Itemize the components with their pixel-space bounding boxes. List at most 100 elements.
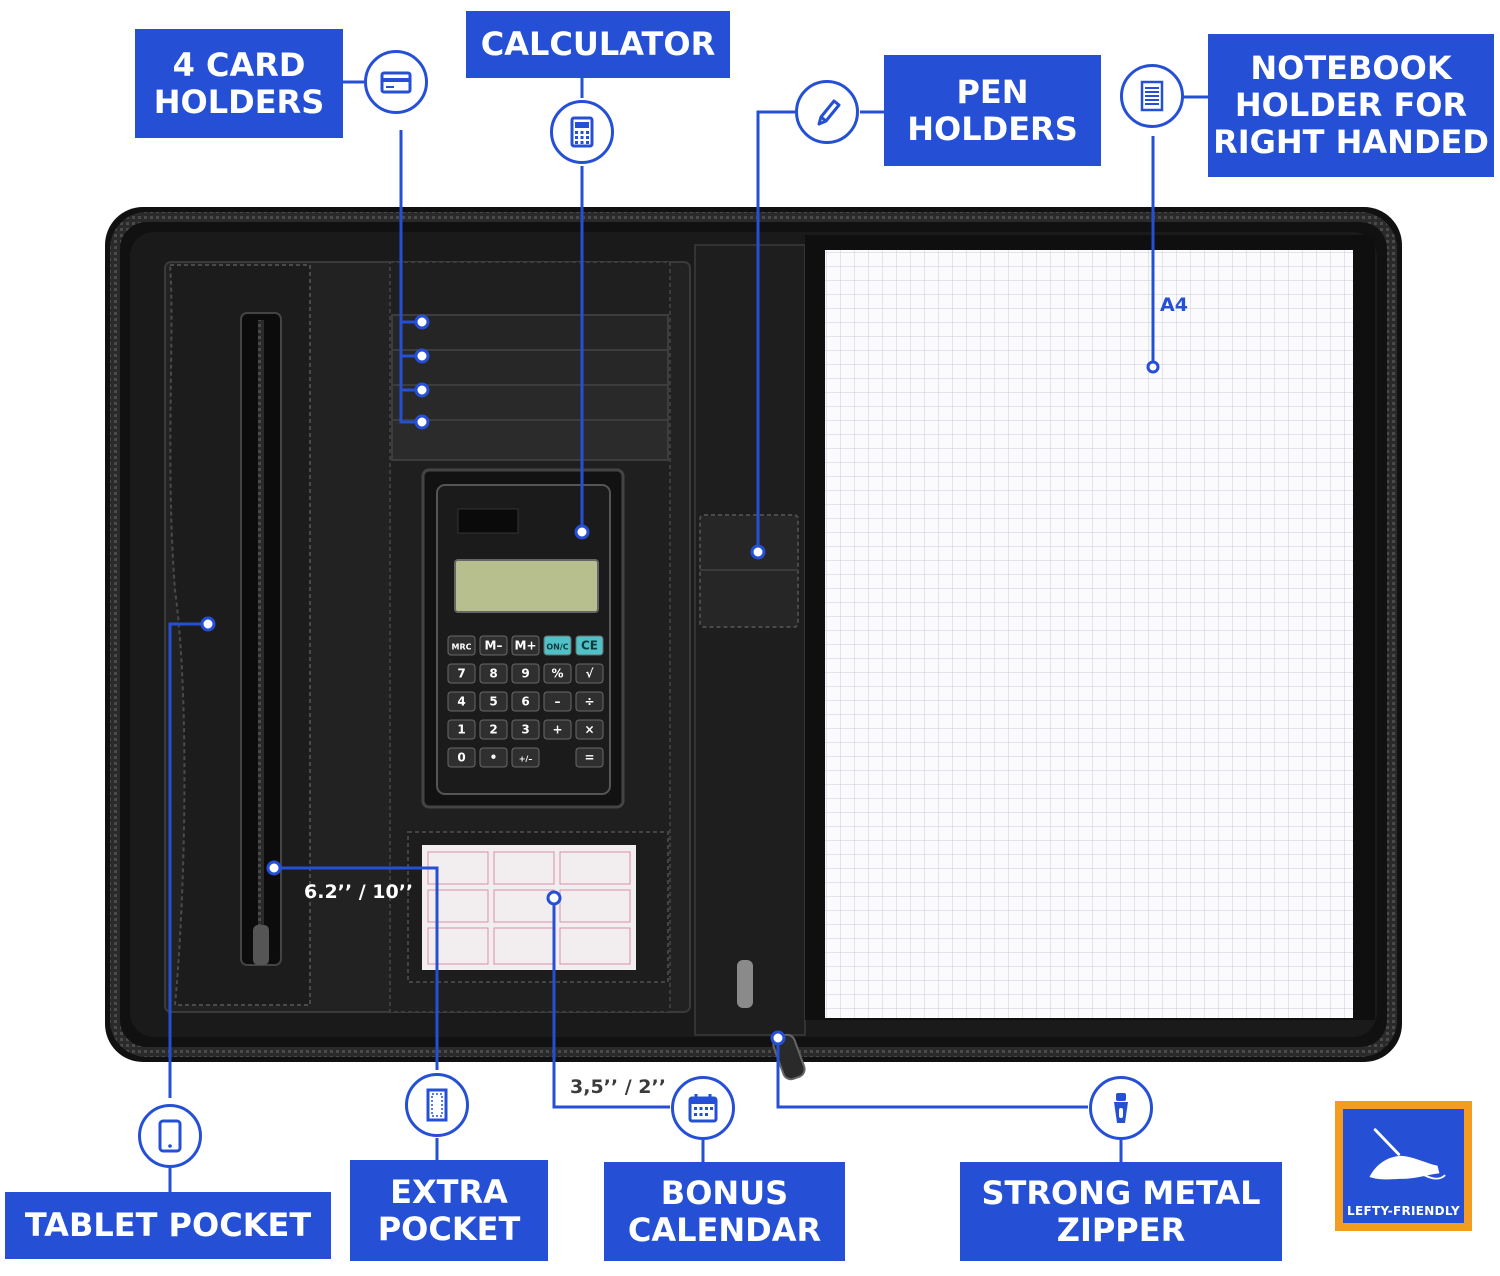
calculator-key-label: 2 bbox=[489, 723, 497, 737]
calculator-key bbox=[543, 691, 572, 712]
calculator-key bbox=[575, 635, 604, 656]
notebook-holder-line-3: RIGHT HANDED bbox=[1213, 122, 1489, 161]
calculator-key-label: 9 bbox=[521, 667, 529, 681]
calculator-key bbox=[575, 691, 604, 712]
calculator-key bbox=[511, 691, 540, 712]
calculator-key bbox=[511, 747, 540, 768]
calculator-key-label: + bbox=[552, 723, 562, 737]
calculator-key-label: √ bbox=[585, 667, 594, 681]
calendar-grid bbox=[427, 851, 631, 965]
calculator-key-label: MRC bbox=[452, 643, 472, 652]
calculator-key-label: = bbox=[584, 751, 594, 765]
calculator-icon bbox=[550, 100, 614, 164]
calculator-key-label: 7 bbox=[457, 667, 465, 681]
calendar-card bbox=[422, 845, 636, 970]
calculator-keypad: MRC M– M+ ON/C CE 7 8 9% √ 4 5 6 – ÷ 1 2 3 + × 0 • +/– = bbox=[447, 635, 604, 768]
calculator-key-label: 3 bbox=[521, 723, 529, 737]
calculator-key bbox=[447, 635, 476, 656]
card-holders-line-2: HOLDERS bbox=[153, 82, 325, 121]
calculator-label-text: CALCULATOR bbox=[480, 25, 716, 64]
leader-extra-pocket bbox=[274, 866, 439, 1160]
pocket-size-text: 6.2’’ / 10’’ bbox=[304, 881, 414, 903]
calculator-key bbox=[511, 663, 540, 684]
calculator-key bbox=[447, 719, 476, 740]
zipper-pull bbox=[737, 960, 753, 1008]
calculator-key-label: CE bbox=[581, 639, 598, 653]
credit-card-icon bbox=[364, 50, 428, 114]
calculator-key-label: 0 bbox=[457, 751, 465, 765]
calculator-key bbox=[543, 719, 572, 740]
metal-zipper-line-1: STRONG METAL bbox=[981, 1173, 1261, 1212]
calculator-key bbox=[447, 663, 476, 684]
leader-tablet bbox=[168, 622, 208, 1192]
leader-calendar bbox=[552, 898, 705, 1162]
bonus-calendar-label: BONUS CALENDAR bbox=[604, 1162, 845, 1261]
pocket-icon bbox=[405, 1073, 469, 1137]
calculator-key bbox=[479, 719, 508, 740]
calculator-key bbox=[447, 691, 476, 712]
calculator-key-label: 8 bbox=[489, 667, 497, 681]
metal-zipper-line-2: ZIPPER bbox=[1056, 1210, 1186, 1249]
notebook-holder-line-1: NOTEBOOK bbox=[1250, 49, 1452, 88]
leader-dots bbox=[200, 314, 1160, 1046]
calculator-key-label: 6 bbox=[521, 695, 529, 709]
calculator-key-label: 5 bbox=[489, 695, 497, 709]
calculator-key-label: ON/C bbox=[546, 643, 568, 652]
calculator-key-label: • bbox=[490, 751, 498, 765]
calculator-key-label: 4 bbox=[457, 695, 465, 709]
card-holders-label: 4 CARD HOLDERS bbox=[135, 29, 343, 138]
lefty-friendly-text: LEFTY-FRIENDLY bbox=[1347, 1204, 1460, 1218]
calculator-key bbox=[447, 747, 476, 768]
calculator-label: CALCULATOR bbox=[466, 11, 730, 78]
zipper-track bbox=[110, 212, 1397, 1057]
leader-pen bbox=[756, 110, 884, 552]
calculator-display bbox=[454, 559, 599, 613]
spine bbox=[694, 244, 806, 1036]
leader-card-slots bbox=[399, 130, 422, 424]
calculator-key bbox=[543, 663, 572, 684]
calculator-key-label: × bbox=[584, 723, 594, 737]
metal-zipper-label: STRONG METAL ZIPPER bbox=[960, 1162, 1282, 1261]
calendar-icon bbox=[671, 1076, 735, 1140]
calculator-key bbox=[575, 747, 604, 768]
calculator-key bbox=[479, 747, 508, 768]
left-hand-writing-icon bbox=[1369, 1128, 1446, 1180]
calculator-key bbox=[575, 719, 604, 740]
notebook-holder-label: NOTEBOOK HOLDER FOR RIGHT HANDED bbox=[1208, 34, 1494, 177]
leader-zipper bbox=[776, 1038, 1123, 1162]
pen-icon bbox=[795, 80, 859, 144]
calculator-key bbox=[511, 635, 540, 656]
calculator-key-label: ÷ bbox=[584, 695, 594, 709]
bonus-calendar-line-1: BONUS bbox=[660, 1173, 789, 1212]
paper-size-text: A4 bbox=[1160, 294, 1188, 316]
card-slot bbox=[391, 419, 669, 461]
notepad-icon bbox=[1120, 64, 1184, 128]
extra-pocket-line-2: POCKET bbox=[377, 1209, 521, 1248]
lefty-friendly-badge: LEFTY-FRIENDLY bbox=[1335, 1101, 1472, 1231]
calculator-key-label: – bbox=[555, 695, 561, 709]
calculator-key bbox=[479, 663, 508, 684]
calculator-key-label: M+ bbox=[515, 639, 537, 653]
calculator-key-label: 1 bbox=[457, 723, 465, 737]
extra-pocket-label: EXTRA POCKET bbox=[350, 1160, 548, 1261]
calculator-key-label: % bbox=[551, 667, 563, 681]
leader-notebook bbox=[1151, 95, 1208, 367]
calculator-key bbox=[479, 691, 508, 712]
calculator-key-label: +/– bbox=[519, 755, 533, 764]
tablet-pocket-label: TABLET POCKET bbox=[5, 1192, 331, 1259]
calculator-key bbox=[543, 635, 572, 656]
calculator-key bbox=[575, 663, 604, 684]
bonus-calendar-line-2: CALENDAR bbox=[627, 1210, 822, 1249]
tablet-icon bbox=[138, 1104, 202, 1168]
solar-panel bbox=[457, 508, 519, 534]
calculator-key-label: M– bbox=[485, 639, 503, 653]
pen-holders-line-2: HOLDERS bbox=[907, 109, 1078, 148]
pen-holders-line-1: PEN bbox=[956, 72, 1029, 111]
calculator-key bbox=[479, 635, 508, 656]
zipper-icon bbox=[1089, 1076, 1153, 1140]
tablet-pocket-label-text: TABLET POCKET bbox=[24, 1206, 312, 1245]
card-holders-line-1: 4 CARD bbox=[172, 45, 306, 84]
calendar-size-text: 3,5’’ / 2’’ bbox=[570, 1076, 666, 1098]
pen-holders-label: PEN HOLDERS bbox=[884, 55, 1101, 166]
